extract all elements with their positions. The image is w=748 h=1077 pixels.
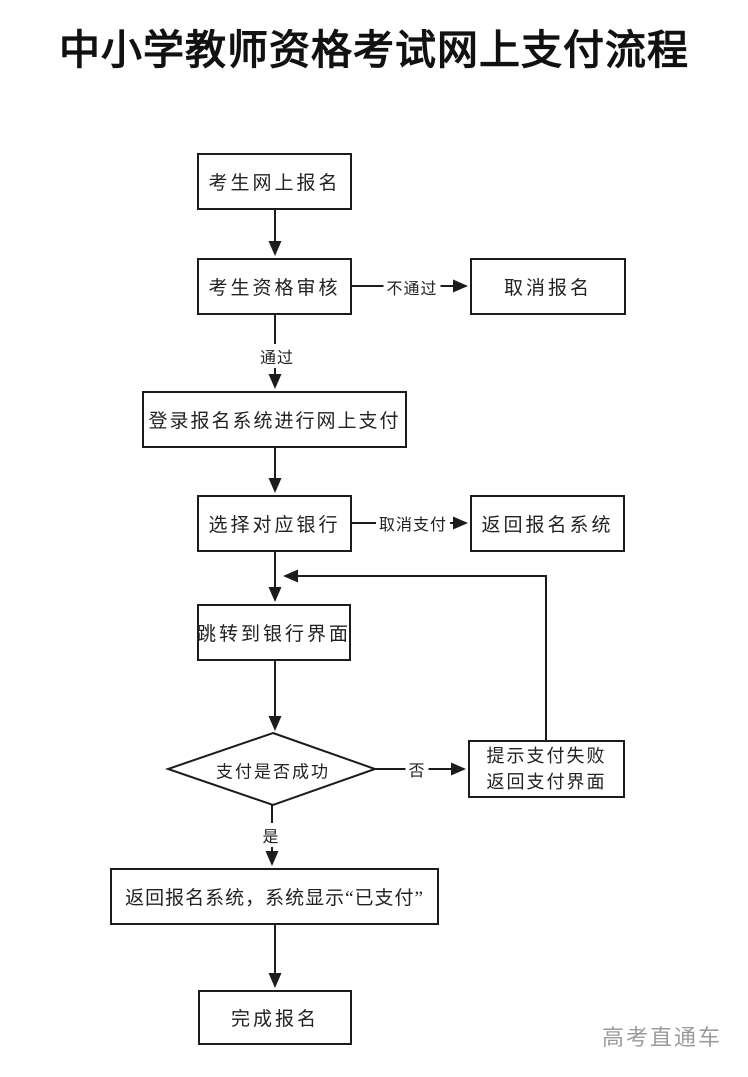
node-choose-bank: 选择对应银行 xyxy=(197,495,352,552)
node-cancel-registration: 取消报名 xyxy=(470,258,626,315)
edge-label-no: 否 xyxy=(405,757,429,781)
node-qualification-review: 考生资格审核 xyxy=(197,258,352,315)
edge-label-cancel-payment: 取消支付 xyxy=(375,511,451,535)
edge-label-yes: 是 xyxy=(259,823,283,847)
decision-payment-success-label: 支付是否成功 xyxy=(216,762,330,782)
watermark-gaokao-zhitongche: 高考直通车 xyxy=(601,1025,722,1050)
edge-label-not-passed: 不通过 xyxy=(383,275,441,299)
node-system-shows-paid: 返回报名系统，系统显示“已支付” xyxy=(110,868,439,925)
edge-label-passed: 通过 xyxy=(256,344,298,368)
node-bank-interface: 跳转到银行界面 xyxy=(197,604,351,661)
node-complete-registration: 完成报名 xyxy=(198,990,352,1045)
node-register: 考生网上报名 xyxy=(197,153,352,210)
arrow-failed-loop-back xyxy=(283,569,547,740)
decision-diamond-shape xyxy=(164,731,379,807)
payment-failed-line1: 提示支付失败 xyxy=(486,746,607,766)
payment-failed-line2: 返回支付界面 xyxy=(486,772,607,792)
node-login-payment: 登录报名系统进行网上支付 xyxy=(142,391,407,448)
node-return-registration-system: 返回报名系统 xyxy=(470,495,625,552)
node-payment-failed: 提示支付失败 返回支付界面 xyxy=(468,740,625,798)
page-title: 中小学教师资格考试网上支付流程 xyxy=(59,27,689,73)
